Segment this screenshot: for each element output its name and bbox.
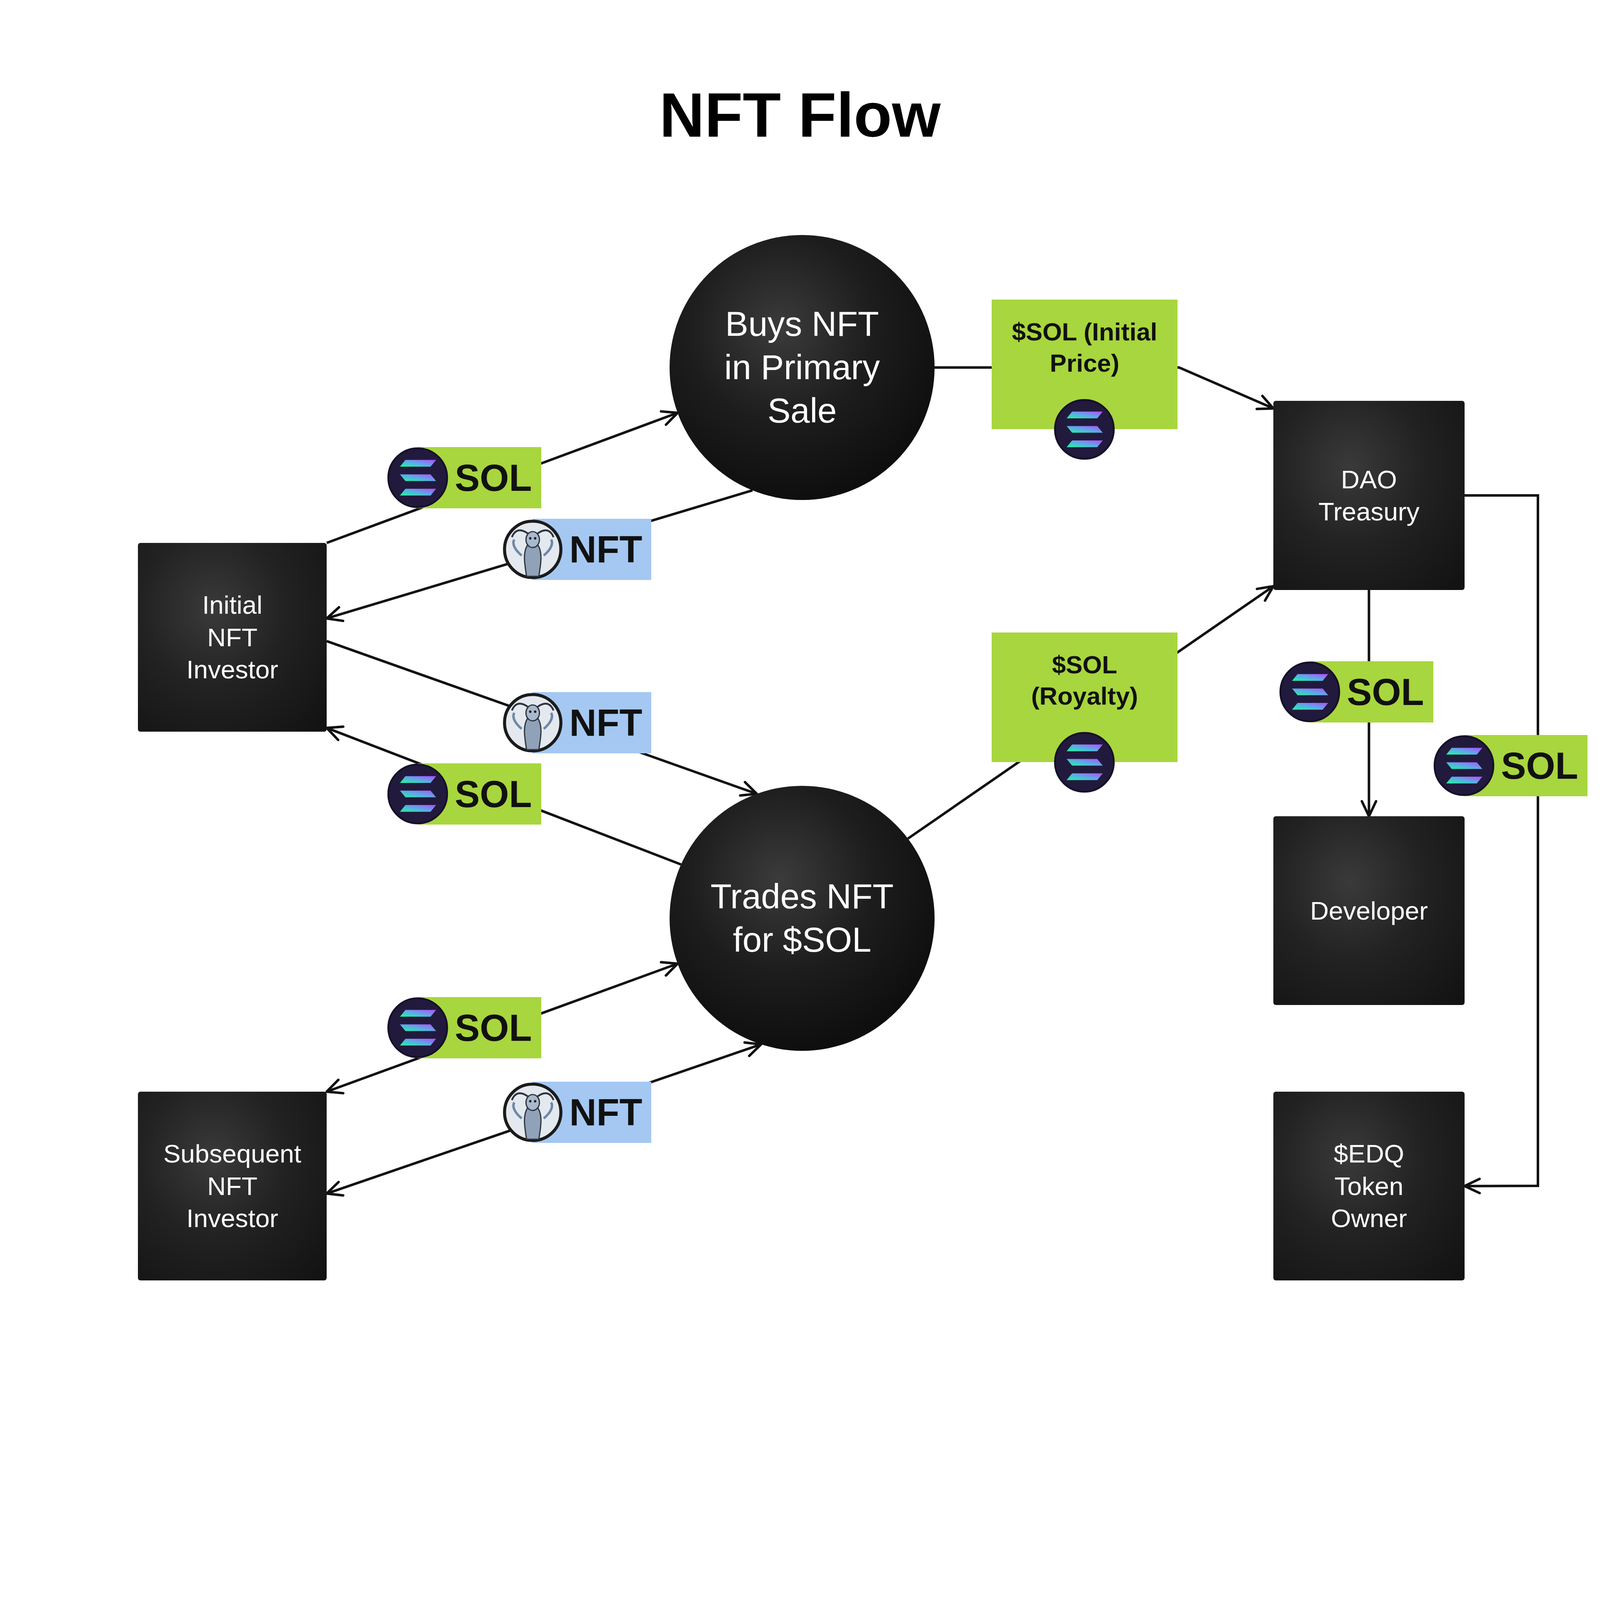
edge-label: NFT — [502, 1081, 652, 1143]
edge-label-text: $SOL (Initial Price) — [1001, 316, 1168, 379]
node-text: Developer — [1290, 894, 1449, 928]
edge-label-text: SOL — [387, 459, 541, 497]
edge-label: NFT — [502, 692, 652, 754]
nft-avatar-icon — [502, 518, 564, 580]
process-box: $EDQ Token Owner — [1273, 1091, 1465, 1281]
process-box: Developer — [1273, 816, 1465, 1005]
edge-label: $SOL (Royalty) — [991, 632, 1178, 763]
flow-arrow — [907, 586, 1274, 839]
edge-label-text: SOL — [387, 1009, 541, 1047]
flow-arrow — [1464, 495, 1538, 1187]
edge-label: SOL — [1433, 735, 1588, 797]
edge-label-text: $SOL (Royalty) — [1001, 649, 1168, 712]
solana-icon — [1433, 735, 1495, 797]
node-text: $EDQ Token Owner — [1296, 1137, 1443, 1235]
node-text: DAO Treasury — [1306, 463, 1432, 528]
edge-label: $SOL (Initial Price) — [991, 299, 1178, 430]
edge-label: SOL — [1279, 661, 1433, 723]
flow-arrow — [326, 490, 753, 619]
edge-label-text: NFT — [502, 530, 652, 569]
node-text: Buys NFT in Primary Sale — [714, 302, 890, 433]
edge-label-text: SOL — [387, 775, 541, 813]
solana-icon — [387, 763, 449, 825]
edge-label-text: NFT — [502, 704, 652, 742]
edge-label-text: NFT — [502, 1093, 652, 1132]
edge-label-text: SOL — [1279, 673, 1433, 711]
solana-icon — [387, 447, 449, 509]
solana-icon — [1053, 731, 1115, 793]
edge-label-text: SOL — [1433, 747, 1588, 785]
edge-label: SOL — [387, 763, 541, 825]
process-circle: Buys NFT in Primary Sale — [669, 235, 935, 500]
edge-label: NFT — [502, 518, 652, 580]
nft-avatar-icon — [502, 692, 564, 754]
flow-arrow — [326, 963, 678, 1092]
node-text: Trades NFT for $SOL — [704, 875, 900, 962]
solana-icon — [1279, 661, 1341, 723]
process-box: Initial NFT Investor — [137, 542, 327, 732]
flow-arrow — [326, 1044, 762, 1194]
process-circle: Trades NFT for $SOL — [669, 785, 935, 1051]
diagram-title: NFT Flow — [0, 79, 1600, 152]
solana-icon — [1053, 398, 1115, 460]
node-text: Initial NFT Investor — [182, 588, 283, 686]
node-text: Subsequent NFT Investor — [160, 1137, 305, 1235]
process-box: DAO Treasury — [1273, 400, 1465, 590]
edge-label: SOL — [387, 997, 541, 1059]
solana-icon — [387, 997, 449, 1059]
edge-label: SOL — [387, 447, 541, 509]
circle-outline — [669, 785, 935, 1051]
flow-arrow — [326, 641, 757, 795]
nft-avatar-icon — [502, 1081, 564, 1143]
process-box: Subsequent NFT Investor — [137, 1091, 327, 1281]
